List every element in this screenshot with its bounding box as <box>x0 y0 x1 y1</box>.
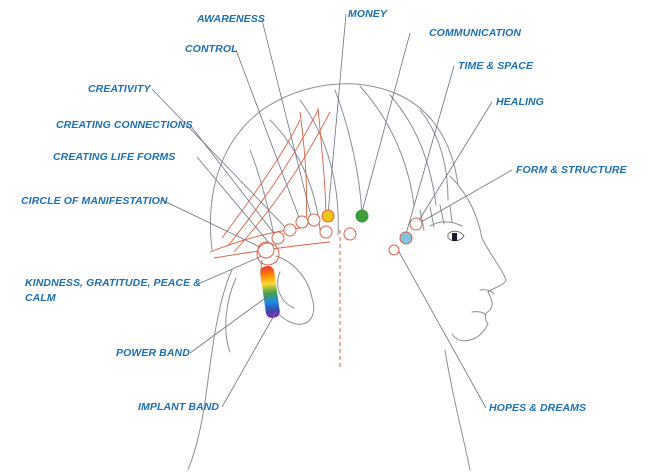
label-circle-of-manifestation: CIRCLE OF MANIFESTATION <box>21 195 168 207</box>
eye-icon <box>447 230 465 242</box>
label-implant-band: IMPLANT BAND <box>138 401 220 413</box>
nostril <box>479 289 495 295</box>
point-creativity <box>295 215 309 229</box>
point-communication-low <box>343 227 357 241</box>
leader-hopes-dreams <box>397 249 487 409</box>
energy-band-lines <box>209 107 331 259</box>
eyebrow <box>429 221 463 227</box>
point-kindness-outer <box>256 242 280 266</box>
point-circle-of-manifestation <box>257 241 275 259</box>
label-healing: HEALING <box>496 96 544 108</box>
leader-awareness <box>261 19 313 221</box>
leader-creating-life-forms <box>196 156 271 245</box>
point-creating-connections <box>283 223 297 237</box>
leader-lines <box>151 13 513 409</box>
leader-creativity <box>151 88 287 229</box>
label-communication: COMMUNICATION <box>429 27 522 39</box>
point-healing <box>409 217 423 231</box>
neck-front-line <box>444 349 471 471</box>
label-hopes-dreams: HOPES & DREAMS <box>489 402 587 414</box>
power-band-rainbow <box>260 266 280 318</box>
point-time-space <box>399 231 413 245</box>
label-control: CONTROL <box>185 43 238 55</box>
point-awareness <box>319 225 333 239</box>
leader-creating-connections <box>189 124 277 237</box>
label-creating-connections: CREATING CONNECTIONS <box>56 119 193 131</box>
point-creating-life-forms <box>271 231 285 245</box>
leader-form-structure <box>413 169 513 227</box>
point-hopes-dreams <box>388 244 400 256</box>
label-money: MONEY <box>348 8 388 20</box>
energy-points <box>256 209 423 266</box>
label-awareness: AWARENESS <box>197 13 265 25</box>
neck-back-line <box>187 269 233 471</box>
point-money <box>321 209 335 223</box>
leader-power-band <box>189 295 269 354</box>
skull-outline <box>209 83 459 251</box>
label-form-structure: FORM & STRUCTURE <box>516 164 627 176</box>
label-power-band: POWER BAND <box>116 347 190 359</box>
face-profile <box>449 175 507 342</box>
lips <box>471 311 487 316</box>
leader-communication <box>361 32 411 213</box>
point-control <box>307 213 321 227</box>
label-creativity: CREATIVITY <box>88 83 151 95</box>
leader-circle-of-manifestation <box>161 199 267 251</box>
leader-control <box>235 49 301 221</box>
ear-inner <box>277 271 295 309</box>
label-time-space: TIME & SPACE <box>458 60 534 72</box>
leader-money <box>327 13 347 215</box>
leader-kindness <box>197 255 263 285</box>
leader-implant-band <box>221 311 277 408</box>
head-sketch <box>187 83 507 471</box>
leader-time-space <box>405 65 455 235</box>
label-creating-life-forms: CREATING LIFE FORMS <box>53 151 176 163</box>
leader-healing <box>417 101 493 223</box>
label-kindness: KINDNESS, GRATITUDE, PEACE & CALM <box>25 277 201 304</box>
point-communication <box>355 209 369 223</box>
